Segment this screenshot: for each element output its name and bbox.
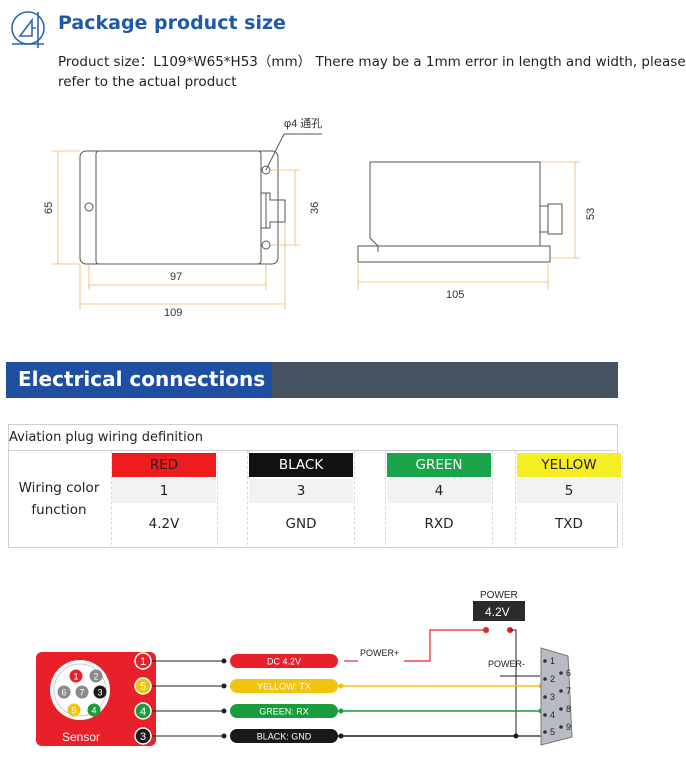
plug-pin-number: 1: [73, 672, 78, 682]
power-plus-label: POWER+: [360, 648, 399, 658]
sensor-pin-number: 4: [140, 706, 146, 718]
sensor-pin-badge: [134, 652, 152, 670]
function-cell: RXD: [424, 516, 454, 532]
product-size-description: Product size：L109*W65*H53（mm） There may …: [58, 54, 686, 70]
dim-label-65: 65: [43, 202, 55, 214]
mount-hole-bottom: [261, 240, 271, 250]
db9-pin-label: 4: [550, 710, 555, 720]
sensor-pin-number: 3: [140, 731, 146, 743]
section-logo-icon: [11, 11, 45, 48]
db9-connector: [540, 647, 573, 746]
db9-pin-label: 2: [550, 674, 555, 684]
plug-pin: [87, 703, 101, 717]
dim-label-105: 105: [446, 289, 464, 301]
pin-number-cell: 4: [387, 479, 491, 503]
db9-pin-label: 6: [566, 668, 571, 678]
plug-pin-number: 6: [61, 688, 66, 698]
function-cell: TXD: [555, 516, 583, 532]
sensor-pin-number: 5: [140, 681, 146, 693]
sensor-pin-badge: [134, 727, 152, 745]
plug-pin: [57, 685, 71, 699]
plug-pin-number: 3: [97, 688, 102, 698]
wire-body: [230, 704, 338, 718]
color-header-yellow: YELLOW: [517, 453, 621, 477]
wire-label: DC 4.2V: [267, 657, 301, 667]
dim-label-36: 36: [309, 202, 321, 214]
plug-pin: [75, 685, 89, 699]
function-cell: 4.2V: [148, 516, 180, 532]
dim-label-97: 97: [170, 271, 182, 283]
section-bar-title-bg: [6, 362, 272, 398]
color-header-red: RED: [112, 453, 216, 477]
sensor-label: Sensor: [62, 730, 100, 744]
color-header-black: BLACK: [249, 453, 353, 477]
db9-pin-label: 7: [566, 686, 571, 696]
wire-label: BLACK: GND: [257, 732, 312, 742]
function-cell: GND: [285, 516, 317, 532]
power-value: 4.2V: [485, 605, 510, 619]
row-label-text: Wiring color function: [18, 480, 100, 518]
dim-label-109: 109: [164, 307, 182, 319]
pin-number-cell: 1: [112, 479, 216, 503]
power-label: POWER: [480, 590, 518, 601]
side-view-outline: [369, 161, 541, 247]
plug-pin: [89, 669, 103, 683]
plug-pin-number: 5: [71, 706, 76, 716]
table-caption: Aviation plug wiring definition: [9, 425, 615, 451]
mount-hole-left: [84, 202, 94, 212]
plug-pin: [67, 703, 81, 717]
plug-pin: [93, 685, 107, 699]
power-minus-label: POWER-: [488, 659, 525, 669]
sensor-pin-badge: [134, 702, 152, 720]
db9-pin-label: 5: [550, 727, 555, 737]
hole-label: φ4 通孔: [284, 117, 322, 130]
section-title-package-size: Package product size: [58, 12, 286, 34]
db9-pin-label: 3: [550, 692, 555, 702]
color-header-green: GREEN: [387, 453, 491, 477]
front-view-outline: [79, 150, 279, 265]
wire-body: [230, 679, 338, 693]
wire-label: GREEN: RX: [259, 707, 309, 717]
wiring-definition-table: Aviation plug wiring definition Wiring c…: [8, 424, 623, 548]
row-label-wiring: Wiring color function: [9, 453, 109, 545]
plug-pin-number: 7: [79, 688, 84, 698]
wire-label: YELLOW: TX: [257, 682, 311, 692]
dimension-drawing: φ4 通孔 65 36 97 109 105 53: [43, 117, 597, 319]
pin-number-cell: 3: [249, 479, 353, 503]
db9-pin-label: 8: [566, 704, 571, 714]
sensor-pin-badge: [134, 677, 152, 695]
plug-pin-number: 2: [93, 672, 98, 682]
power-box: [473, 601, 525, 621]
section-title-electrical: Electrical connections: [18, 367, 266, 391]
dim-label-53: 53: [585, 208, 597, 220]
product-size-description-cont: refer to the actual product: [58, 74, 237, 90]
wire-body: [230, 654, 338, 668]
plug-pin-number: 4: [91, 706, 96, 716]
plug-pin: [69, 669, 83, 683]
db9-pin-label: 1: [550, 656, 555, 666]
front-view-inner: [95, 150, 262, 265]
wire-body: [230, 729, 338, 743]
side-view-base: [357, 245, 551, 263]
pin-number-cell: 5: [517, 479, 621, 503]
db9-pin-label: 9: [566, 722, 571, 732]
sensor-pin-number: 1: [140, 656, 146, 668]
